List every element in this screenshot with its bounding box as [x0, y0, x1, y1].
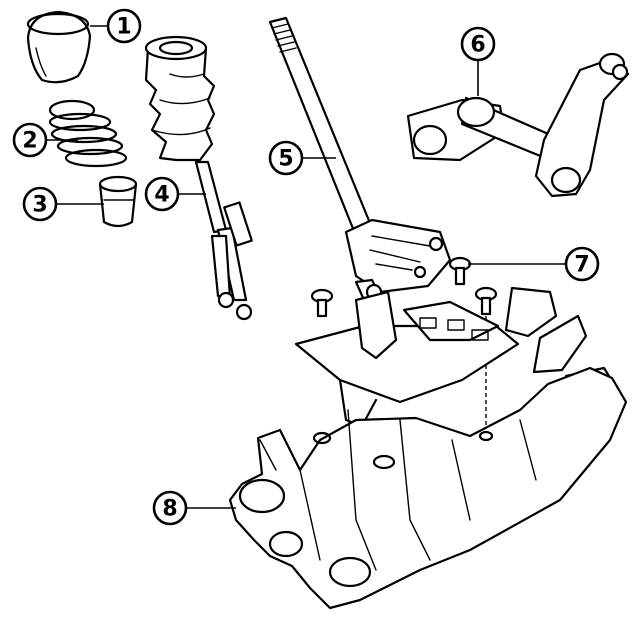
- bushing: [98, 175, 138, 228]
- callout-5: 5: [268, 140, 304, 176]
- lever-mount-plate: [294, 290, 520, 428]
- shift-knob: [26, 10, 92, 84]
- callout-8: 8: [152, 490, 188, 526]
- callout-3: 3: [22, 186, 58, 222]
- callout-6: 6: [460, 26, 496, 62]
- bolt: [310, 288, 334, 318]
- callout-4: 4: [144, 176, 180, 212]
- callout-7-label: 7: [574, 253, 589, 278]
- callout-4-label: 4: [154, 183, 169, 208]
- callout-6-label: 6: [470, 33, 485, 58]
- callout-1: 1: [106, 8, 142, 44]
- spring: [48, 99, 128, 168]
- bolt: [448, 256, 472, 286]
- callout-2-label: 2: [22, 129, 37, 154]
- callout-2: 2: [12, 122, 48, 158]
- callout-3-label: 3: [32, 193, 47, 218]
- callout-1-label: 1: [116, 15, 131, 40]
- bolt: [474, 286, 498, 316]
- shift-bracket: [406, 52, 630, 198]
- boot: [144, 35, 253, 321]
- shift-lever: [268, 16, 452, 302]
- callout-7: 7: [564, 246, 600, 282]
- callout-8-label: 8: [162, 497, 177, 522]
- callout-5-label: 5: [278, 147, 293, 172]
- shifter-housing: [228, 286, 628, 610]
